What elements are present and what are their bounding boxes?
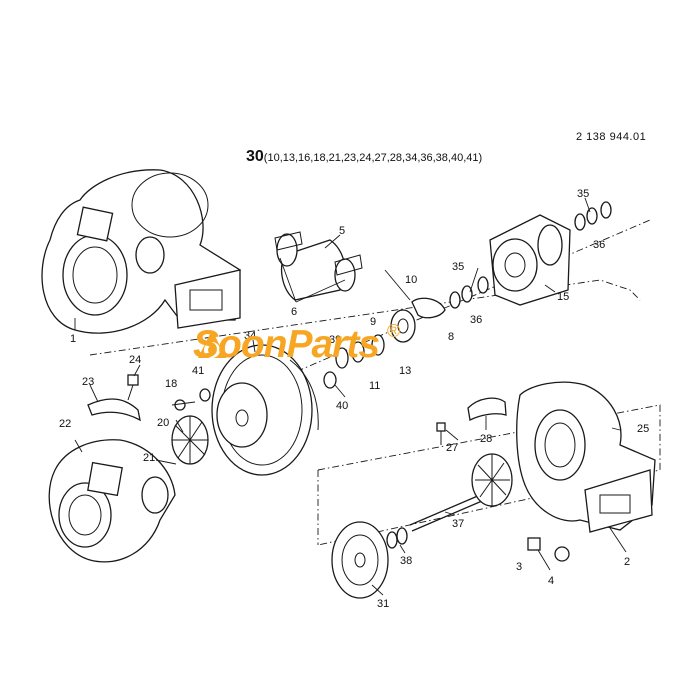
callout-3: 3 <box>516 561 522 573</box>
callout-21: 21 <box>143 452 155 464</box>
clamp-plate <box>87 398 141 422</box>
callout-15: 15 <box>557 291 569 303</box>
callout-11: 11 <box>369 380 380 392</box>
callout-28: 28 <box>480 433 492 445</box>
turbine-backplate-lower <box>331 521 389 599</box>
washers-mid-right <box>449 276 489 309</box>
turbocharger-assembly-upper <box>41 169 241 334</box>
bracket-plate <box>467 397 507 421</box>
bolt-27 <box>436 422 446 445</box>
compressor-backplate <box>211 344 319 476</box>
registered-mark: ® <box>387 320 401 341</box>
callout-39: 39 <box>329 334 341 346</box>
callout-18: 18 <box>165 378 177 390</box>
callout-4: 4 <box>548 575 554 587</box>
callout-34: 34 <box>244 330 256 342</box>
callout-labels: 1 2 3 4 5 6 8 9 10 11 13 15 18 20 21 22 … <box>59 188 649 610</box>
callout-22: 22 <box>59 418 71 430</box>
callout-13: 13 <box>399 365 411 377</box>
turbine-housing-lower <box>48 439 176 563</box>
lower-assembly-frame <box>317 404 661 546</box>
watermark-brand-text: SoonParts <box>193 323 380 366</box>
callout-37: 37 <box>452 518 464 530</box>
soonparts-watermark: SoonParts ® <box>193 320 400 370</box>
callout-27: 27 <box>446 442 458 454</box>
callout-2: 2 <box>624 556 630 568</box>
kit-number: 30 <box>246 148 264 165</box>
callout-1: 1 <box>70 333 76 345</box>
callout-20: 20 <box>157 417 169 429</box>
kit-title: 30(10,13,16,18,21,23,24,27,28,34,36,38,4… <box>246 148 482 166</box>
bearing-housing-flange <box>489 214 571 306</box>
callout-35-lower: 35 <box>452 261 464 273</box>
seal-plates <box>390 297 446 343</box>
upper-assembly-frame <box>89 279 641 356</box>
callout-40: 40 <box>336 400 348 412</box>
nut-3 <box>527 537 541 551</box>
seal-ring-38 <box>386 527 408 549</box>
callout-41: 41 <box>192 365 204 377</box>
soonparts-gear-icon <box>198 330 226 358</box>
callout-25: 25 <box>637 423 649 435</box>
washer-4 <box>554 546 570 562</box>
intake-hose-with-clamps <box>274 231 363 301</box>
callout-24: 24 <box>129 354 141 366</box>
callout-9: 9 <box>370 316 376 328</box>
callout-31: 31 <box>377 598 389 610</box>
turbine-shaft-wheel <box>409 453 513 532</box>
washers-upper-right <box>574 201 612 231</box>
callout-23: 23 <box>82 376 94 388</box>
document-number: 2 138 944.01 <box>576 131 647 143</box>
callout-35-upper: 35 <box>577 188 589 200</box>
callout-6: 6 <box>291 306 297 318</box>
small-rings-center <box>323 334 385 389</box>
callout-36-lower: 36 <box>470 314 482 326</box>
kit-contents: (10,13,16,18,21,23,24,27,28,34,36,38,40,… <box>263 152 483 164</box>
leader-lines <box>74 197 627 596</box>
callout-36-upper: 36 <box>593 239 605 251</box>
callout-5: 5 <box>339 225 345 237</box>
callout-38: 38 <box>400 555 412 567</box>
callout-10: 10 <box>405 274 417 286</box>
callout-8: 8 <box>448 331 454 343</box>
bolts-left <box>127 374 211 411</box>
turbine-housing-right <box>516 381 656 533</box>
